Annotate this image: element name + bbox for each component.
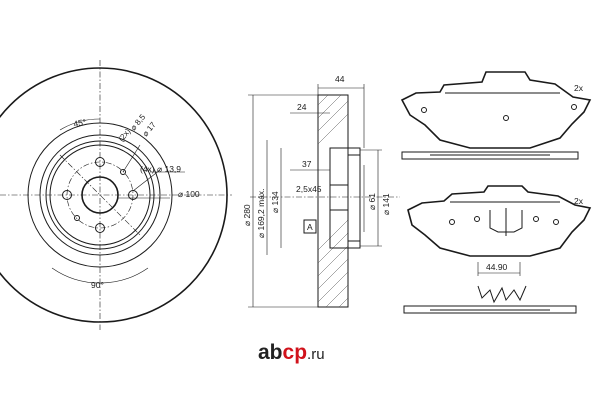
pad-top-hole (571, 104, 577, 110)
angle-arc-90 (51, 267, 149, 284)
hub-section (329, 147, 361, 249)
pad-bottom-hole (533, 216, 539, 222)
disc-section-view: 44 24 37 2,5x45 A ⌀ 280 ⌀ 169,2 máx. ⌀ 1… (242, 74, 400, 308)
angle-90-label: 90° (91, 280, 104, 290)
angle-arc-45 (59, 118, 101, 131)
centerline-diag (59, 154, 141, 236)
watermark-tld: .ru (307, 346, 325, 363)
pad-top-side-view (401, 151, 579, 160)
pad-bottom-qty-label: 2x (574, 196, 584, 206)
leader-bolt (132, 169, 161, 192)
width-hat-label: 24 (297, 102, 307, 112)
chamfer-label: 2,5x45 (296, 184, 322, 194)
angle-45-label: 45° (73, 117, 87, 129)
watermark-logo: abcp.ru (258, 341, 325, 364)
pad-top-hole (503, 115, 509, 121)
pad-bottom-hole (553, 219, 559, 225)
pad-top-hole (421, 107, 427, 113)
brake-pads: 2x 2x 44.90 (400, 71, 592, 314)
locating-hole (74, 215, 80, 221)
section-ref-label: A (307, 222, 313, 232)
hub-flange (347, 154, 361, 242)
pad-top-qty-label: 2x (574, 83, 584, 93)
section-hatch (317, 94, 349, 308)
pad-bottom-side-view (403, 305, 577, 314)
pcd-label: ⌀ 100 (178, 189, 200, 199)
hub-depth-label: 37 (302, 159, 312, 169)
pad-top-outline (400, 71, 592, 149)
bolt-holes-label: (4x) ⌀ 13,9 (140, 164, 181, 174)
pad-bottom-hole (449, 219, 455, 225)
pad-width-label: 44.90 (486, 262, 508, 272)
watermark-part1: ab (258, 341, 283, 364)
locating-hole (120, 169, 126, 175)
hub-dia-label: ⌀ 134 (270, 191, 280, 213)
width-total-label: 44 (335, 74, 345, 84)
outer-dia-label: ⌀ 280 (242, 204, 252, 226)
leader-hole (122, 144, 141, 173)
center-bore-label: ⌀ 61 (367, 193, 377, 210)
pad-bottom-hole (474, 216, 480, 222)
disc-front-view: 45° (2x) ⌀ 8,5 ⌀ 17 (4x) ⌀ 13,9 ⌀ 100 90… (0, 60, 232, 330)
watermark-part2: cp (283, 341, 308, 364)
section-ref-box (303, 219, 317, 234)
max-dia-label: ⌀ 169,2 máx. (256, 188, 266, 238)
hat-dia-label: ⌀ 141 (381, 193, 391, 215)
svg-text:abcp.ru: abcp.ru (258, 341, 325, 364)
pad-bottom-outline (407, 185, 592, 257)
pad-spring (477, 285, 527, 304)
